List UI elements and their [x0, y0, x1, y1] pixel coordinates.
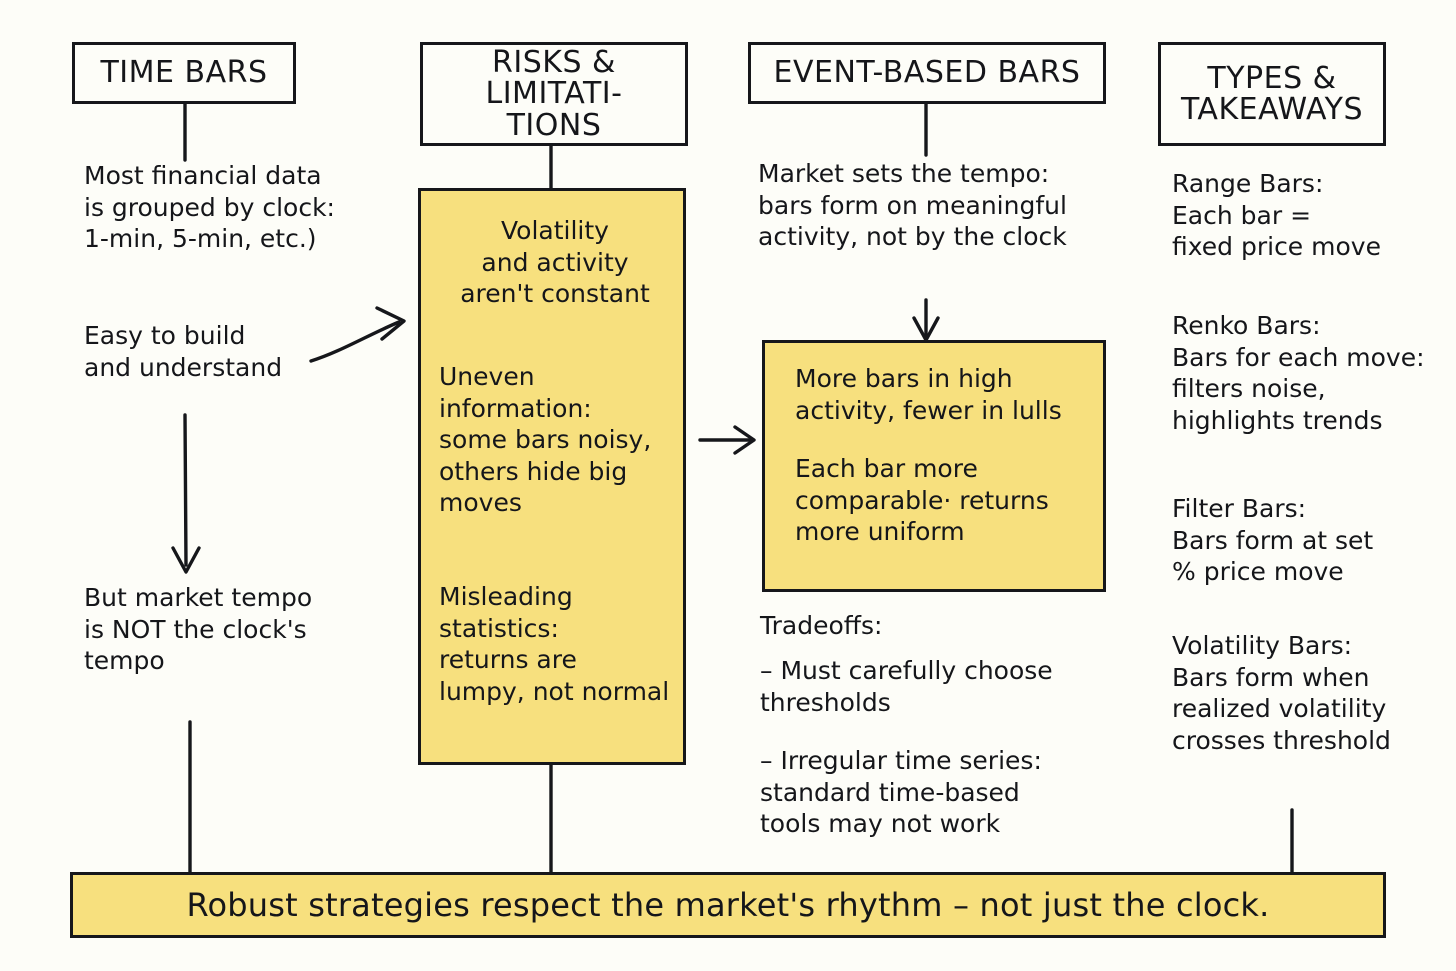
event-bars-highlight-panel: More bars in high activity, fewer in lul…	[762, 340, 1106, 592]
tradeoff-item-2: – Irregular time series: standard time-b…	[760, 746, 1042, 838]
header-label-time-bars: TIME BARS	[100, 55, 268, 91]
risks-block-2: Uneven information: some bars noisy, oth…	[439, 362, 652, 517]
takeaway-renko-bars: Renko Bars: Bars for each move: filters …	[1172, 311, 1425, 435]
risks-block-1: Volatility and activity aren't constant	[460, 216, 650, 308]
header-label-risks-line2: TIONS	[506, 107, 602, 143]
takeaway-filter-bars: Filter Bars: Bars form at set % price mo…	[1172, 494, 1374, 586]
risks-highlight-panel: Volatility and activity aren't constant …	[418, 188, 686, 765]
header-box-time-bars: TIME BARS	[72, 42, 296, 104]
event-bars-block-2: Each bar more comparable· returns more u…	[795, 454, 1049, 546]
summary-banner-text: Robust strategies respect the market's r…	[186, 886, 1270, 924]
event-bars-block-1: More bars in high activity, fewer in lul…	[795, 364, 1062, 425]
header-label-event-based-bars: EVENT-BASED BARS	[773, 55, 1081, 91]
risks-block-3: Misleading statistics: returns are lumpy…	[439, 582, 670, 706]
takeaway-range-bars: Range Bars: Each bar = fixed price move	[1172, 169, 1381, 261]
time-bars-paragraph-3: But market tempo is NOT the clock's temp…	[84, 583, 313, 675]
tradeoffs-title: Tradeoffs:	[760, 611, 883, 640]
header-label-types-line2: TAKEAWAYS	[1180, 92, 1364, 127]
takeaway-volatility-bars: Volatility Bars: Bars form when realized…	[1172, 631, 1391, 755]
summary-banner: Robust strategies respect the market's r…	[70, 872, 1386, 938]
header-label-risks-line1: RISKS & LIMITATI-	[485, 45, 623, 112]
header-box-risks-limitations: RISKS & LIMITATI- TIONS	[420, 42, 688, 146]
time-bars-paragraph-2: Easy to build and understand	[84, 321, 283, 382]
tradeoff-item-1: – Must carefully choose thresholds	[760, 656, 1053, 717]
event-bars-intro: Market sets the tempo: bars form on mean…	[758, 159, 1067, 251]
header-box-types-takeaways: TYPES & TAKEAWAYS	[1158, 42, 1386, 146]
header-label-types-line1: TYPES &	[1207, 60, 1337, 96]
time-bars-paragraph-1: Most financial data is grouped by clock:…	[84, 161, 335, 253]
header-box-event-based-bars: EVENT-BASED BARS	[748, 42, 1106, 104]
